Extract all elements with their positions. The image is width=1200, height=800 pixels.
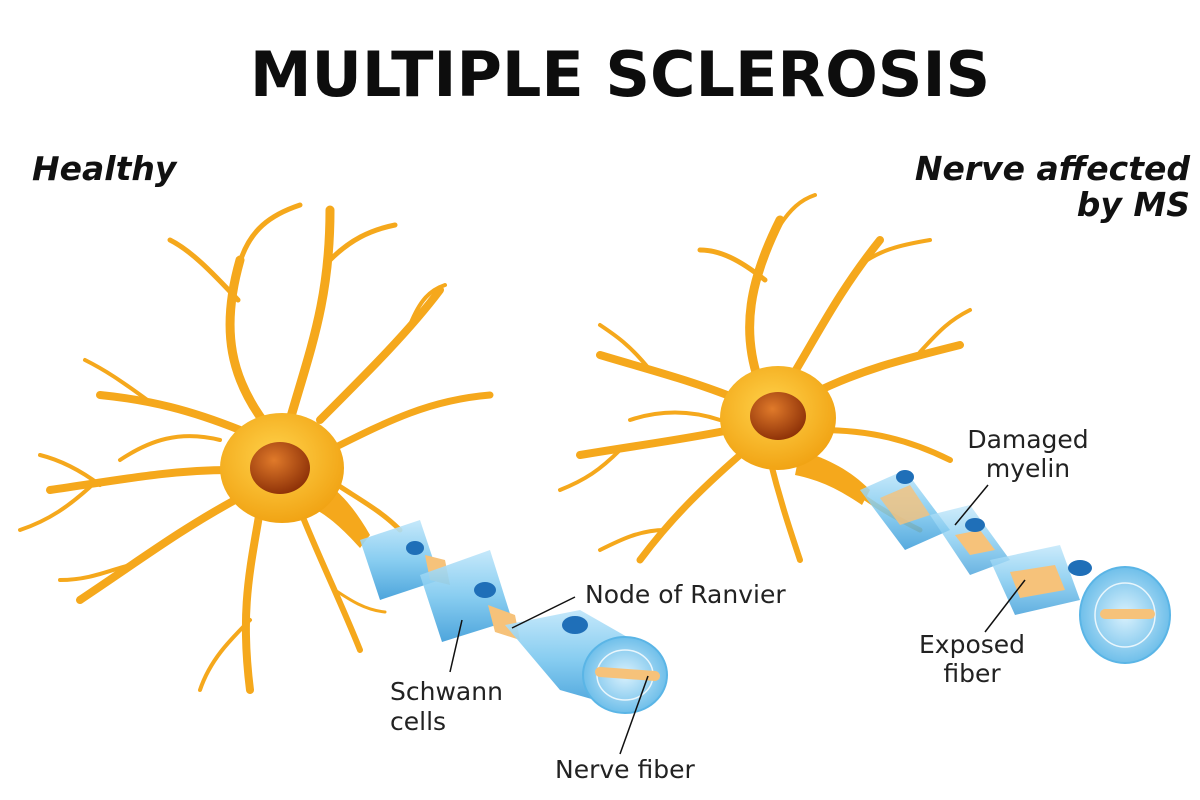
node-of-ranvier-label: Node of Ranvier [585,580,786,609]
healthy-neuron: Node of Ranvier Schwann cells Nerve fibe… [18,202,786,784]
exposed-fiber-label-line1: Exposed [919,630,1025,659]
schwann-cells-label-line2: cells [390,707,446,736]
healthy-panel-title: Healthy [32,149,178,188]
affected-panel-title-line1: Nerve affected [915,149,1190,188]
affected-axon [860,470,1171,664]
exposed-fiber-patch [1010,565,1065,598]
schwann-nucleus [1068,560,1092,576]
healthy-myelin-segment [420,550,512,642]
affected-panel-title-line2: by MS [1077,185,1190,224]
exposed-fiber-label-line2: fiber [943,659,1001,688]
schwann-cells-label-line1: Schwann [390,677,503,706]
exposed-fiber-patch [955,530,995,555]
affected-myelin-ring [1094,582,1156,648]
nerve-fiber-pointer [619,675,649,755]
damaged-myelin-label-line1: Damaged [967,425,1088,454]
schwann-nucleus [562,616,588,634]
healthy-myelin-segment [360,520,440,600]
healthy-axon [360,520,668,714]
exposed-fiber-patch [880,485,930,525]
node-of-ranvier-pointer [511,596,576,629]
page-title: MULTIPLE SCLEROSIS [250,38,990,111]
schwann-cells-pointer [449,619,463,673]
affected-neuron: Damaged myelin Exposed fiber [558,193,1171,688]
schwann-nucleus [474,582,496,598]
damaged-myelin-pointer [954,484,989,526]
healthy-nerve-fiber-core [595,667,660,681]
healthy-dendrites [18,202,494,694]
schwann-nucleus [406,541,424,555]
damaged-myelin-label-line2: myelin [986,454,1070,483]
healthy-nucleus [250,442,310,494]
nerve-fiber-label: Nerve fiber [555,755,695,784]
exposed-fiber-pointer [984,579,1026,633]
affected-nucleus [750,392,806,440]
affected-axon-hillock [795,450,870,505]
schwann-nucleus [965,518,985,532]
schwann-nucleus [896,470,914,484]
